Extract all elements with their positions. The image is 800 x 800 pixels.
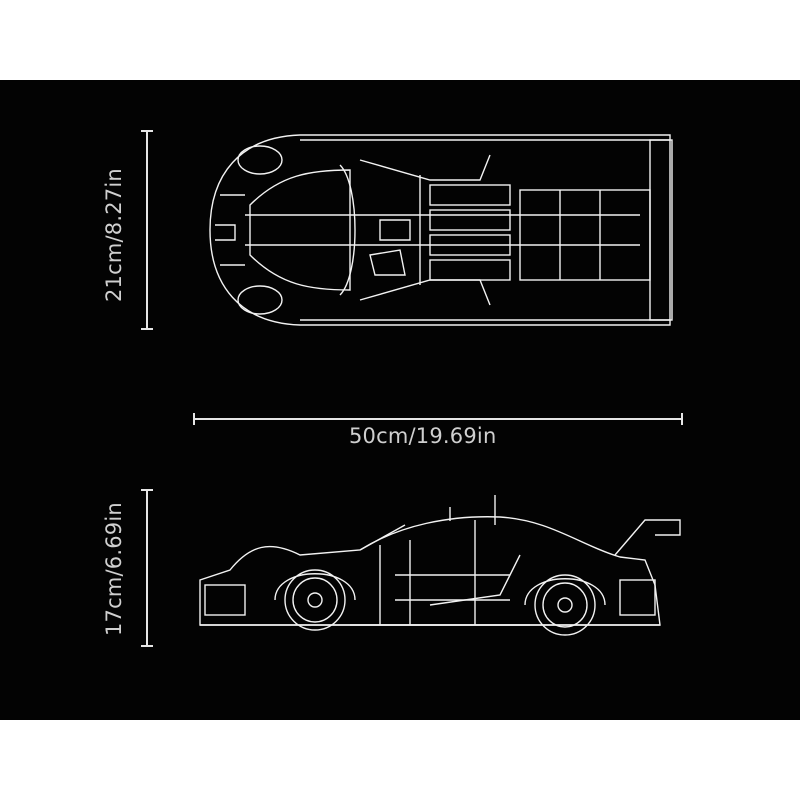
car-side-view-drawing (199, 495, 681, 636)
diagram-panel (0, 80, 800, 720)
width-dimension-line (141, 130, 153, 330)
height-dimension-line (141, 489, 153, 647)
length-dimension-line (193, 413, 683, 425)
height-dimension-label: 17cm/6.69in (102, 502, 126, 636)
width-dimension-label: 21cm/8.27in (102, 168, 126, 302)
length-dimension-label: 50cm/19.69in (349, 424, 497, 448)
car-top-view-drawing (209, 134, 673, 326)
